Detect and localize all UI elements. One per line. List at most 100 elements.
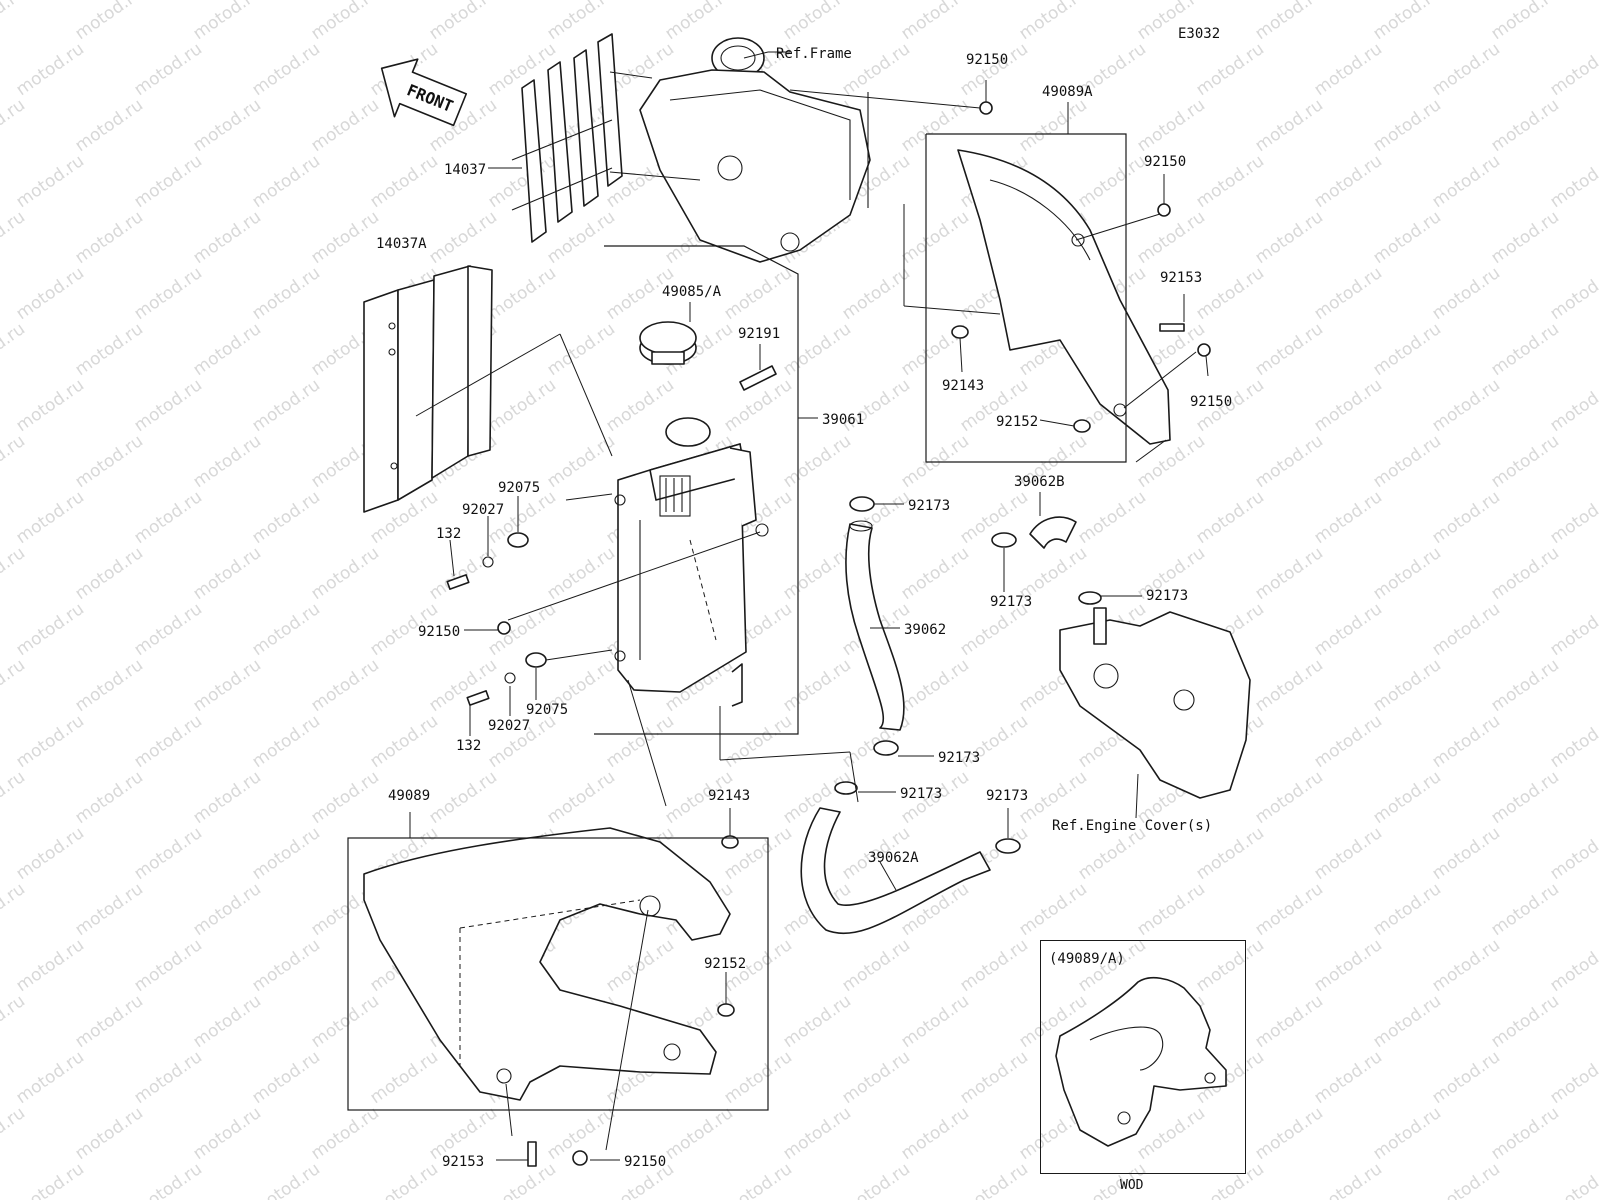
watermark-text: motod.ru bbox=[1488, 1103, 1563, 1164]
watermark-text: motod.ru bbox=[308, 95, 383, 156]
leader-lines bbox=[409, 51, 1209, 1161]
watermark-text: motod.ru bbox=[131, 151, 206, 212]
watermark-text: motod.ru bbox=[72, 95, 147, 156]
watermark-text: motod.ru bbox=[1429, 823, 1504, 884]
callout-92150-bottom: 92150 bbox=[624, 1154, 666, 1170]
watermark-text: motod.ru bbox=[1193, 263, 1268, 324]
watermark-text: motod.ru bbox=[898, 991, 973, 1052]
watermark-text: motod.ru bbox=[249, 39, 324, 100]
watermark-text: motod.ru bbox=[721, 263, 796, 324]
watermark-text: motod.ru bbox=[1016, 879, 1091, 940]
watermark-text: motod.ru bbox=[367, 711, 442, 772]
watermark-text: motod.ru bbox=[249, 711, 324, 772]
watermark-text: motod.ru bbox=[1193, 487, 1268, 548]
watermark-text: motod.ru bbox=[1311, 263, 1386, 324]
watermark-text: motod.ru bbox=[1547, 935, 1600, 996]
watermark-text: motod.ru bbox=[426, 655, 501, 716]
watermark-text: motod.ru bbox=[898, 543, 973, 604]
callout-92153-right: 92153 bbox=[1160, 270, 1202, 286]
watermark-text: motod.ru bbox=[1193, 151, 1268, 212]
watermark-text: motod.ru bbox=[249, 263, 324, 324]
group-boxes bbox=[347, 133, 1127, 1111]
watermark-text: motod.ru bbox=[780, 0, 855, 44]
watermark-text: motod.ru bbox=[898, 207, 973, 268]
watermark-text: motod.ru bbox=[13, 823, 88, 884]
watermark-text: motod.ru bbox=[1488, 879, 1563, 940]
inset-box: (49089/A) bbox=[1040, 940, 1246, 1174]
watermark-text: motod.ru bbox=[1311, 599, 1386, 660]
watermark-text: motod.ru bbox=[13, 1159, 88, 1200]
callout-92075-bottom: 92075 bbox=[526, 702, 568, 718]
watermark-text: motod.ru bbox=[0, 95, 29, 156]
callout-92150-left: 92150 bbox=[418, 624, 460, 640]
watermark-text: motod.ru bbox=[1488, 431, 1563, 492]
watermark-text: motod.ru bbox=[1488, 0, 1563, 44]
watermark-text: motod.ru bbox=[1488, 767, 1563, 828]
callout-92173-a: 92173 bbox=[908, 498, 950, 514]
watermark-text: motod.ru bbox=[13, 151, 88, 212]
watermark-text: motod.ru bbox=[426, 543, 501, 604]
watermark-text: motod.ru bbox=[1370, 991, 1445, 1052]
watermark-text: motod.ru bbox=[485, 375, 560, 436]
watermark-text: motod.ru bbox=[131, 263, 206, 324]
watermark-text: motod.ru bbox=[190, 1103, 265, 1164]
hose-39062B bbox=[1029, 516, 1077, 549]
watermark-text: motod.ru bbox=[131, 935, 206, 996]
watermark-text: motod.ru bbox=[1134, 879, 1209, 940]
watermark-text: motod.ru bbox=[0, 767, 29, 828]
watermark-text: motod.ru bbox=[1370, 655, 1445, 716]
shroud-49089 bbox=[363, 827, 731, 1101]
watermark-text: motod.ru bbox=[662, 1103, 737, 1164]
watermark-text: motod.ru bbox=[190, 319, 265, 380]
watermark-text: motod.ru bbox=[721, 1159, 796, 1200]
watermark-text: motod.ru bbox=[1547, 263, 1600, 324]
watermark-text: motod.ru bbox=[1429, 599, 1504, 660]
shroud-49089A bbox=[957, 149, 1171, 445]
watermark-text: motod.ru bbox=[839, 1159, 914, 1200]
watermark-text: motod.ru bbox=[13, 39, 88, 100]
watermark-text: motod.ru bbox=[1488, 319, 1563, 380]
watermark-text: motod.ru bbox=[308, 991, 383, 1052]
watermark-text: motod.ru bbox=[1429, 39, 1504, 100]
watermark-text: motod.ru bbox=[544, 319, 619, 380]
watermark-text: motod.ru bbox=[72, 543, 147, 604]
watermark-text: motod.ru bbox=[13, 935, 88, 996]
watermark-text: motod.ru bbox=[1429, 375, 1504, 436]
watermark-text: motod.ru bbox=[839, 263, 914, 324]
callout-14037A: 14037A bbox=[376, 236, 427, 252]
callout-39062A: 39062A bbox=[868, 850, 919, 866]
watermark-text: motod.ru bbox=[839, 1047, 914, 1108]
watermark-text: motod.ru bbox=[1547, 39, 1600, 100]
watermark-text: motod.ru bbox=[839, 935, 914, 996]
watermark-text: motod.ru bbox=[957, 39, 1032, 100]
watermark-text: motod.ru bbox=[1429, 487, 1504, 548]
inset-label: (49089/A) bbox=[1049, 951, 1125, 967]
watermark-text: motod.ru bbox=[544, 767, 619, 828]
watermark-text: motod.ru bbox=[1370, 767, 1445, 828]
watermark-text: motod.ru bbox=[1370, 543, 1445, 604]
watermark-text: motod.ru bbox=[249, 1159, 324, 1200]
watermark-text: motod.ru bbox=[13, 263, 88, 324]
callout-14037: 14037 bbox=[444, 162, 486, 178]
watermark-text: motod.ru bbox=[131, 1159, 206, 1200]
watermark-text: motod.ru bbox=[72, 0, 147, 44]
watermark-text: motod.ru bbox=[190, 879, 265, 940]
watermark-text: motod.ru bbox=[1429, 1047, 1504, 1108]
callout-92152-left: 92152 bbox=[704, 956, 746, 972]
watermark-text: motod.ru bbox=[662, 0, 737, 44]
watermark-text: motod.ru bbox=[1016, 0, 1091, 44]
watermark-text: motod.ru bbox=[780, 543, 855, 604]
watermark-text: motod.ru bbox=[1429, 151, 1504, 212]
watermark-text: motod.ru bbox=[190, 991, 265, 1052]
watermark-text: motod.ru bbox=[1547, 1047, 1600, 1108]
callout-49089A: 49089A bbox=[1042, 84, 1093, 100]
watermark-text: motod.ru bbox=[721, 375, 796, 436]
callout-49089: 49089 bbox=[388, 788, 430, 804]
watermark-text: motod.ru bbox=[1370, 0, 1445, 44]
inset-shroud-drawing bbox=[1055, 976, 1227, 1147]
watermark-text: motod.ru bbox=[367, 1159, 442, 1200]
watermark-text: motod.ru bbox=[957, 1159, 1032, 1200]
watermark-text: motod.ru bbox=[0, 991, 29, 1052]
watermark-text: motod.ru bbox=[13, 1047, 88, 1108]
watermark-text: motod.ru bbox=[1547, 823, 1600, 884]
